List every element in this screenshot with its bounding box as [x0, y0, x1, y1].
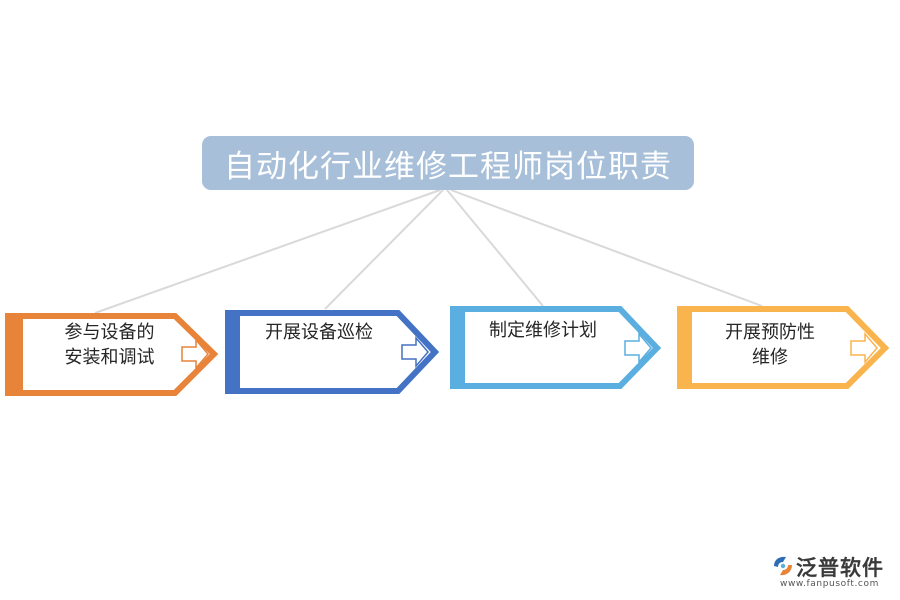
step-4-label: 开展预防性 维修: [700, 320, 840, 370]
brand-logo-icon: [774, 556, 792, 576]
step-2-shape: [225, 310, 440, 394]
connector-line: [450, 189, 763, 307]
step-1-line-2: 安装和调试: [64, 347, 155, 368]
connector-line: [324, 189, 444, 310]
step-4-line-1: 开展预防性: [725, 322, 815, 343]
brand-name: 泛普软件: [796, 556, 884, 580]
connector-line: [94, 189, 441, 314]
step-2-label: 开展设备巡检: [244, 320, 394, 345]
title-box: 自动化行业维修工程师岗位职责: [202, 136, 694, 190]
step-1-label: 参与设备的 安装和调试: [42, 320, 177, 370]
step-3-arrow-icon: [624, 331, 652, 365]
brand-url: www.fanpusoft.com: [780, 579, 879, 589]
diagram-title: 自动化行业维修工程师岗位职责: [224, 148, 672, 185]
step-1-arrow-icon: [181, 337, 209, 371]
step-4-shape: [677, 306, 890, 389]
connector-line: [446, 189, 544, 307]
step-4-line-2: 维修: [752, 347, 788, 368]
step-3-label: 制定维修计划: [468, 318, 618, 343]
step-1-shape: [5, 313, 219, 396]
step-1-line-1: 参与设备的: [64, 322, 155, 343]
step-3-line-1: 制定维修计划: [489, 320, 597, 341]
step-3-shape: [450, 306, 662, 389]
step-4-arrow-icon: [850, 331, 878, 365]
step-2-arrow-icon: [401, 335, 429, 369]
brand-logo: 泛普软件 www.fanpusoft.com: [770, 552, 895, 596]
step-2-line-1: 开展设备巡检: [265, 322, 373, 343]
